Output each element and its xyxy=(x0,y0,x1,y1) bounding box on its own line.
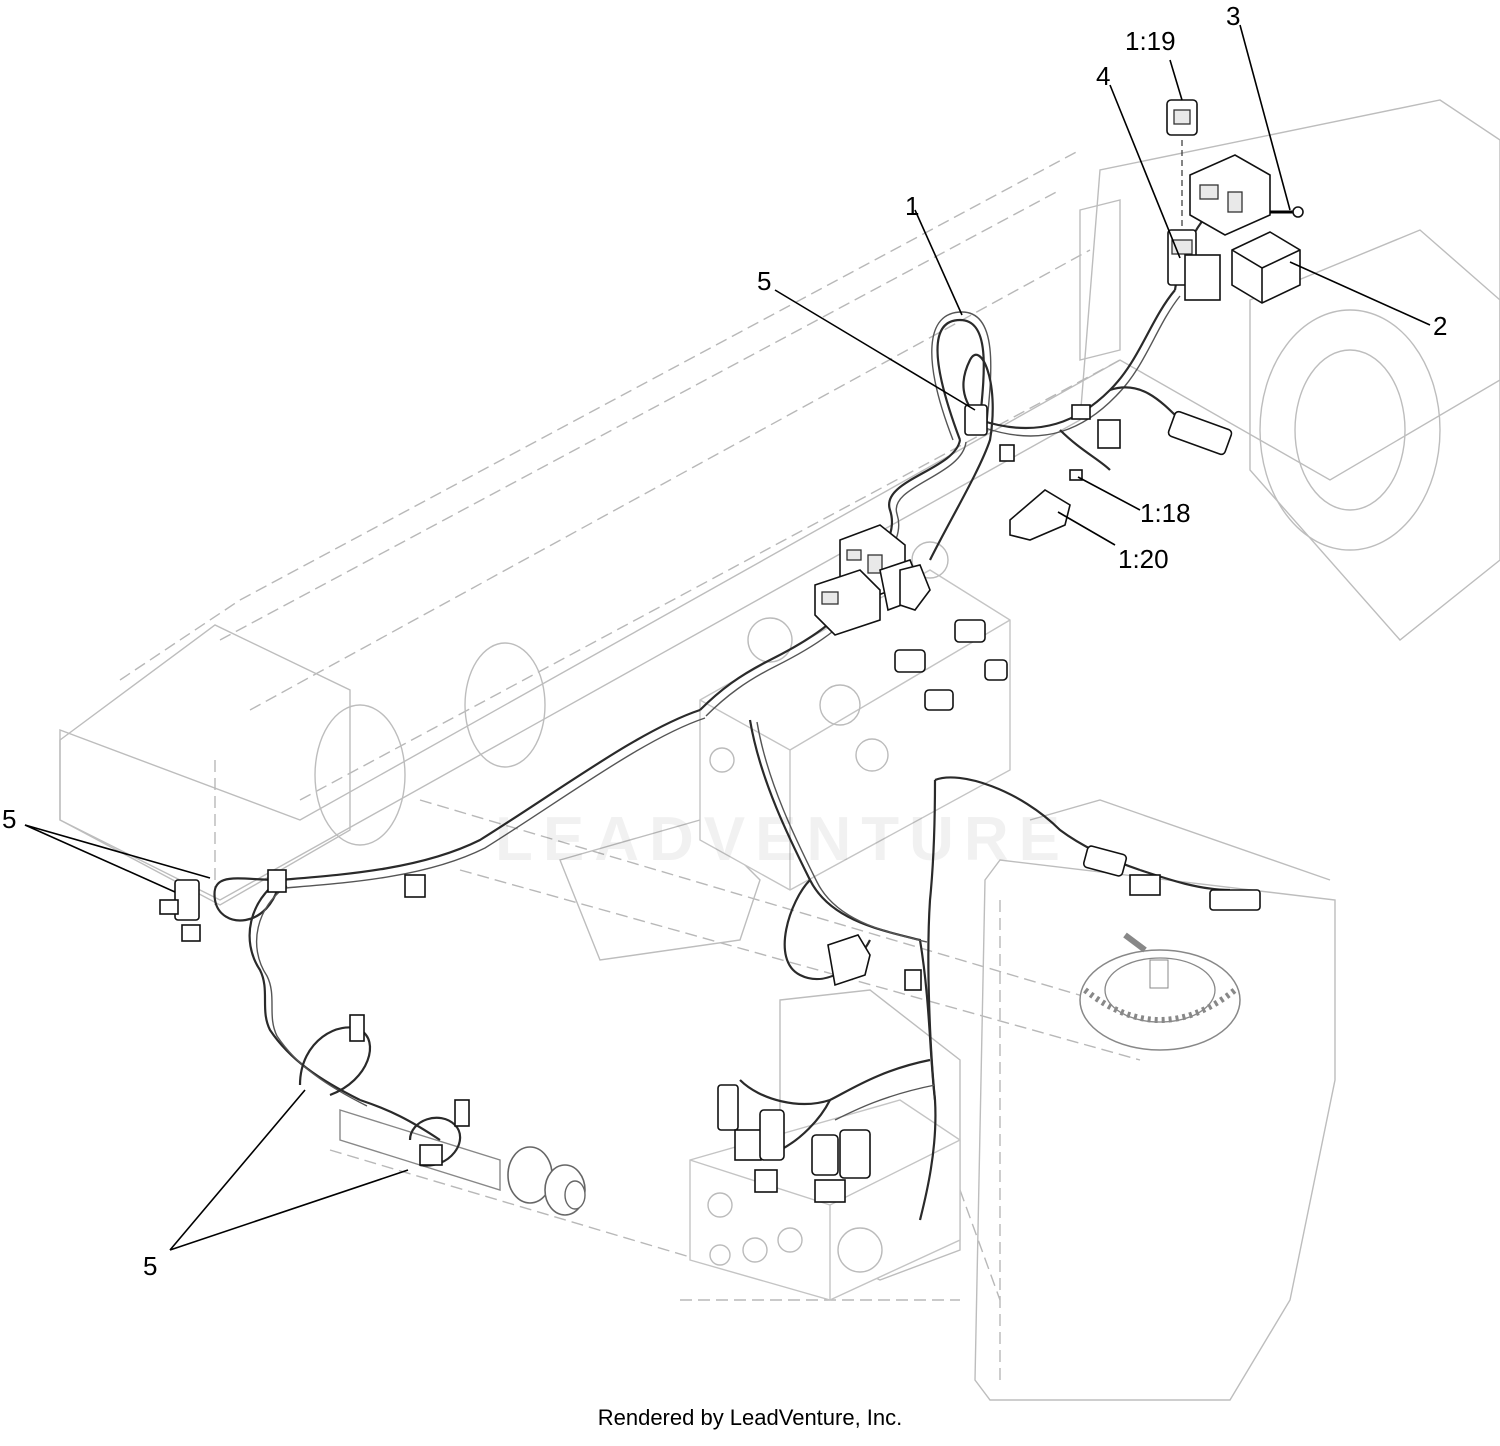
callout-4: 4 xyxy=(1096,61,1110,91)
callout-labels: 1:19 3 4 1 5 2 1:18 1:20 5 5 xyxy=(2,1,1447,1281)
callout-1: 1 xyxy=(905,191,919,221)
callout-5-left: 5 xyxy=(2,804,16,834)
connectors xyxy=(159,99,1304,1203)
leader-lines xyxy=(24,24,1431,1251)
callout-1-19: 1:19 xyxy=(1125,26,1176,56)
chassis-frame xyxy=(59,99,1500,1401)
callout-3: 3 xyxy=(1226,1,1240,31)
callout-2: 2 xyxy=(1433,311,1447,341)
fuel-sender-assembly xyxy=(1079,932,1241,1051)
footer-credit: Rendered by LeadVenture, Inc. xyxy=(597,1405,903,1430)
callout-5-bottom: 5 xyxy=(143,1251,157,1281)
callout-1-18: 1:18 xyxy=(1140,498,1191,528)
watermark: LEADVENTURE xyxy=(495,805,1070,874)
callout-1-20: 1:20 xyxy=(1118,544,1169,574)
callout-5-top: 5 xyxy=(757,266,771,296)
